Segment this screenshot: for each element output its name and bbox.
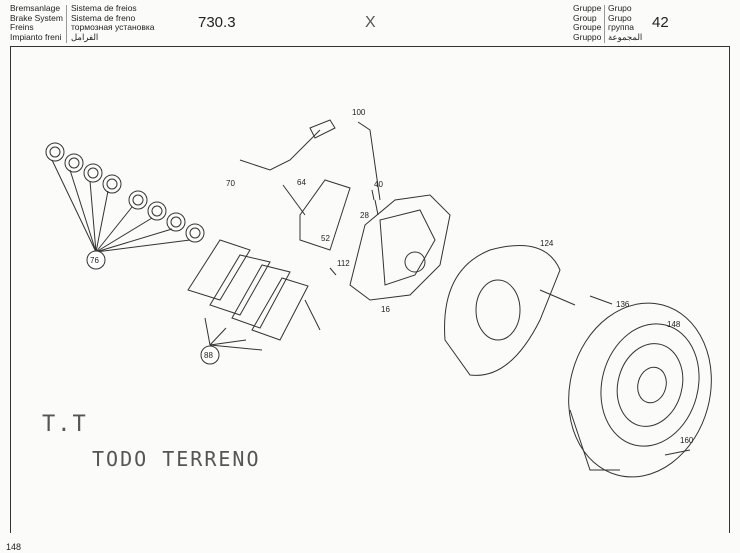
- seal-rings: [45, 142, 205, 270]
- caliper: [239, 119, 451, 301]
- label-it: Impianto freni: [10, 31, 62, 42]
- header-group-names: Bremsanlage Brake System Freins Impianto…: [10, 3, 63, 42]
- divider: [604, 5, 605, 43]
- group-label: Group: [573, 12, 597, 23]
- callout-148: 148: [667, 320, 681, 329]
- group-label: Grupo: [608, 12, 632, 23]
- handwritten-note-tt: T.T: [42, 412, 88, 437]
- callout-160: 160: [680, 436, 694, 445]
- callout-70: 70: [226, 179, 235, 188]
- callout-52: 52: [321, 234, 330, 243]
- diagram-frame: [10, 46, 730, 533]
- group-label: Grupo: [608, 3, 632, 13]
- brake-pads: [187, 239, 321, 365]
- label-ru: тормозная установка: [71, 22, 155, 32]
- callout-88: 88: [204, 351, 213, 360]
- group-labels: Gruppe Group Groupe Gruppo: [573, 3, 602, 42]
- callout-136: 136: [616, 300, 630, 309]
- callout-16: 16: [381, 305, 390, 314]
- label-es: Sistema de freno: [71, 12, 136, 23]
- label-de: Bremsanlage: [10, 3, 61, 13]
- label-fr: Freins: [10, 22, 34, 32]
- group-label: группа: [608, 22, 634, 32]
- handwritten-mark: X: [365, 14, 376, 31]
- group-label: المجموعة: [608, 31, 643, 42]
- group-label: Groupe: [573, 22, 602, 32]
- callout-28: 28: [360, 211, 369, 220]
- label-pt: Sistema de freios: [71, 3, 137, 13]
- divider: [66, 5, 67, 43]
- handwritten-note-todo-terreno: TODO TERRENO: [92, 447, 261, 471]
- label-ar: الفرامل: [71, 31, 99, 42]
- section-number: 730.3: [198, 14, 236, 31]
- page-number: 148: [6, 542, 22, 552]
- callout-100: 100: [352, 108, 366, 117]
- header-group-names-2: Sistema de freios Sistema de freno тормо…: [71, 3, 155, 42]
- group-labels-2: Grupo Grupo группа المجموعة: [608, 3, 643, 42]
- callout-labels: 100 70 64 40 28 52 112 16 124 136 148 16…: [90, 108, 694, 445]
- group-label: Gruppo: [573, 31, 602, 42]
- callout-76: 76: [90, 256, 99, 265]
- callout-64: 64: [297, 178, 306, 187]
- callout-40: 40: [374, 180, 383, 189]
- group-label: Gruppe: [573, 3, 602, 13]
- group-number: 42: [652, 14, 669, 31]
- callout-124: 124: [540, 239, 554, 248]
- brake-disc: [568, 302, 712, 478]
- callout-112: 112: [337, 259, 350, 268]
- label-en: Brake System: [10, 12, 63, 23]
- dust-shield: [444, 245, 613, 376]
